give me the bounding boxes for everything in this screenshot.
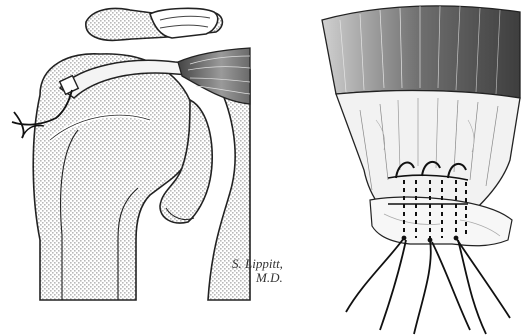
supraspinatus-muscle bbox=[178, 48, 250, 104]
humerus-bone bbox=[33, 54, 196, 300]
suture-tails bbox=[346, 238, 510, 334]
muscle-belly bbox=[322, 6, 520, 98]
acromion-bone bbox=[86, 8, 223, 40]
shoulder-cross-section-panel: S. Lippitt, M.D. bbox=[12, 8, 283, 300]
signature-line-2: M.D. bbox=[255, 270, 283, 285]
tendon-repair-panel bbox=[322, 6, 520, 334]
signature-line-1: S. Lippitt, bbox=[232, 256, 283, 271]
